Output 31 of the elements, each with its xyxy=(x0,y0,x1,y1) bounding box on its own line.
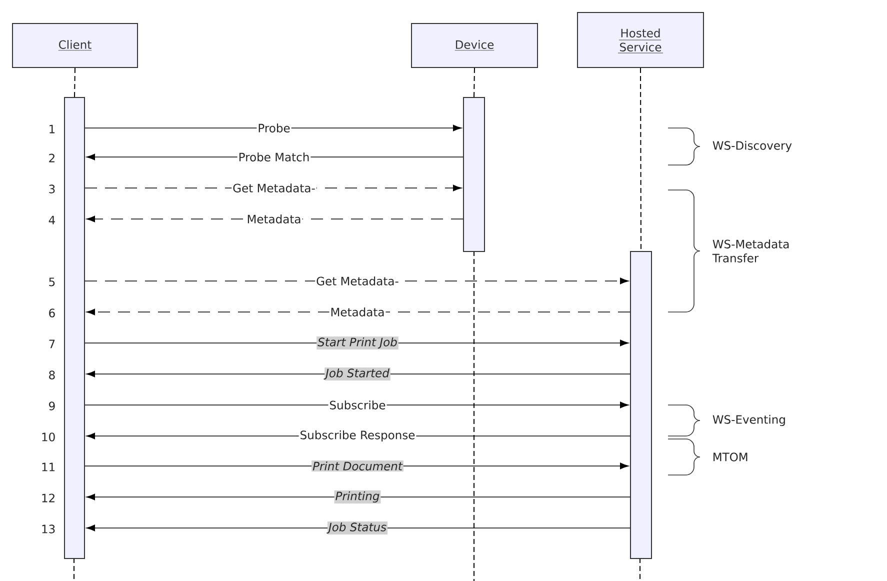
activation-bar xyxy=(630,251,652,559)
message-arrow xyxy=(86,524,630,532)
message-label: Get Metadata- xyxy=(232,182,316,194)
message-label: Printing xyxy=(334,490,381,504)
lifeline xyxy=(640,68,642,252)
lifeline xyxy=(474,68,475,98)
activation-bar xyxy=(463,97,485,252)
activation-bar xyxy=(64,97,85,559)
message-label: Print Document xyxy=(312,460,404,472)
message-label: Get Metadata- xyxy=(315,276,400,286)
protocol-label: MTOM xyxy=(714,452,748,462)
lifeline-header: Client xyxy=(12,23,138,68)
message-label: Metadata xyxy=(329,306,386,318)
message-arrow xyxy=(84,402,629,408)
lifeline-header: Device xyxy=(411,23,538,68)
message-label: Job Status xyxy=(326,521,388,535)
lifeline xyxy=(74,68,76,98)
message-label: Job Started xyxy=(324,367,390,381)
message-arrow xyxy=(84,124,462,132)
protocol-label: WS-Metadata Transfer xyxy=(712,240,789,262)
protocol-label: WS-Eventing xyxy=(712,414,785,426)
protocol-label: WS-Discovery xyxy=(712,140,792,152)
message-label: Subscribe Response xyxy=(298,429,416,443)
lifeline-header: Hosted Service xyxy=(577,12,704,68)
message-label: Metadata xyxy=(246,214,302,224)
message-label: Subscribe xyxy=(328,400,387,410)
message-arrow xyxy=(86,494,630,500)
message-label: Probe Match xyxy=(237,152,311,162)
message-arrow xyxy=(86,308,630,316)
message-label: Start Print Job xyxy=(316,336,398,350)
message-label: Probe xyxy=(256,122,292,134)
